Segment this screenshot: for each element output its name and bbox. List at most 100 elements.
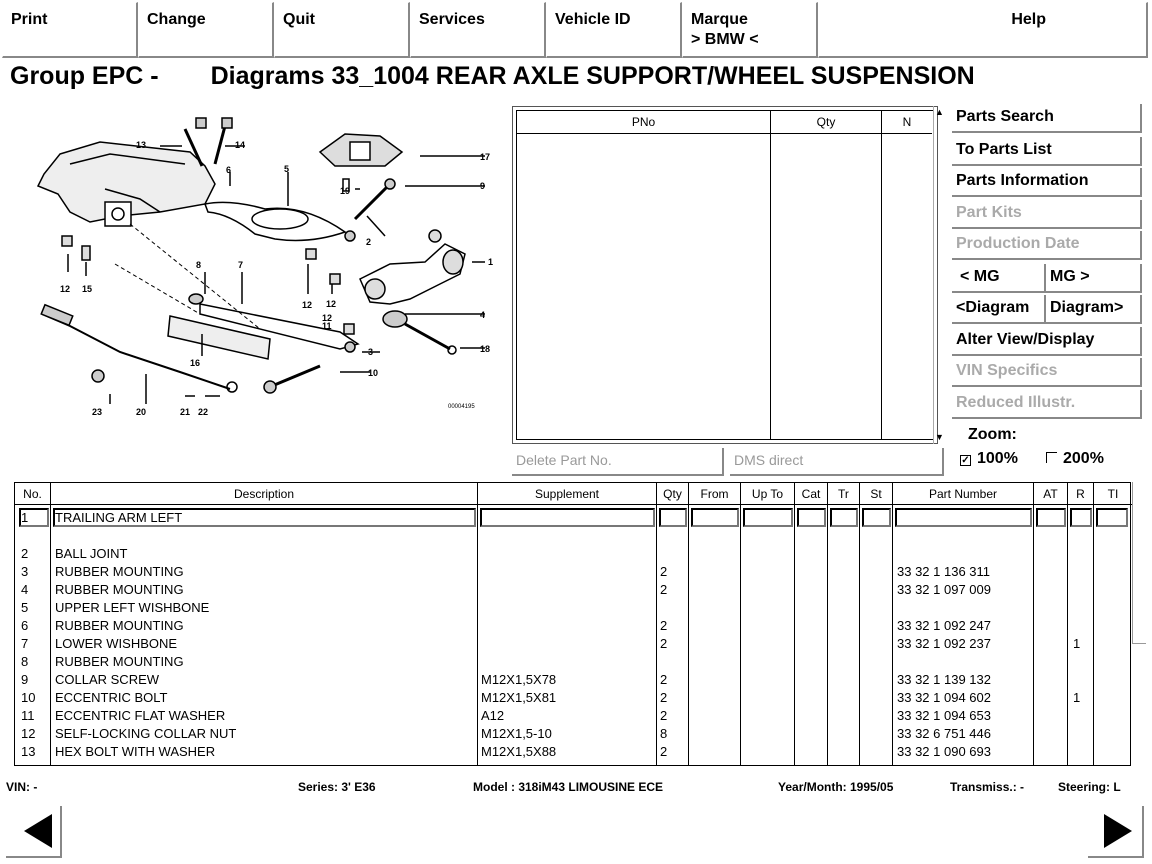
services-menu[interactable]: Services [410,2,546,58]
callout-3: 3 [368,347,373,357]
menu-bar: Print Change Quit Services Vehicle ID Ma… [2,2,1148,59]
prev-page-button[interactable] [6,806,62,858]
col-qty[interactable]: Qty [657,483,689,505]
triangle-left-icon [24,814,52,848]
cell-desc: RUBBER MOUNTING [55,654,184,669]
reduced-illustr-button[interactable]: Reduced Illustr. [952,390,1142,419]
cell-desc: RUBBER MOUNTING [55,582,184,597]
col-divider [741,505,795,765]
cell-pn: 33 32 6 751 446 [897,726,991,741]
part-kits-button[interactable]: Part Kits [952,200,1142,229]
marque-menu[interactable]: Marque > BMW < [682,2,818,58]
change-menu[interactable]: Change [138,2,274,58]
zoom-100-label: 100% [977,450,1018,467]
cell-desc: BALL JOINT [55,546,128,561]
sel-cell [1096,508,1128,527]
col-cat[interactable]: Cat [795,483,828,505]
col-up-to[interactable]: Up To [741,483,795,505]
production-date-button[interactable]: Production Date [952,231,1142,260]
cell-desc: RUBBER MOUNTING [55,618,184,633]
qty-column [771,134,882,439]
callout-15: 15 [82,284,92,294]
sel-cell [862,508,891,527]
callout-6: 6 [226,165,231,175]
callout-22: 22 [198,407,208,417]
col-at[interactable]: AT [1034,483,1068,505]
dms-direct-button[interactable]: DMS direct [730,448,944,476]
callout-4: 4 [480,310,485,320]
cell-qty: 2 [660,690,668,705]
callout-17: 17 [480,152,490,162]
cell-no: 2 [21,546,29,561]
col-part-number[interactable]: Part Number [893,483,1034,505]
cell-no: 6 [21,618,29,633]
cell-pn: 33 32 1 092 237 [897,636,991,651]
diagram-title: Diagrams 33_1004 REAR AXLE SUPPORT/WHEEL… [210,62,975,90]
page-title: Group EPC -Diagrams 33_1004 REAR AXLE SU… [10,62,975,91]
parts-table[interactable]: No. Description Supplement Qty From Up T… [14,482,1132,766]
cell-pn: 33 32 1 094 602 [897,690,991,705]
quit-menu[interactable]: Quit [274,2,410,58]
sel-cell [1036,508,1066,527]
col-divider [1034,505,1068,765]
col-divider [795,505,828,765]
col-r[interactable]: R [1068,483,1094,505]
col-st[interactable]: St [860,483,893,505]
zoom-100-checkbox[interactable]: ✓ [960,455,971,466]
callout-7: 7 [238,260,243,270]
parts-information-button[interactable]: Parts Information [952,168,1142,197]
sel-cell [743,508,793,527]
parts-search-button[interactable]: Parts Search [952,104,1142,133]
print-menu[interactable]: Print [2,2,138,58]
cell-pn: 33 32 1 090 693 [897,744,991,759]
col-from[interactable]: From [689,483,741,505]
col-description[interactable]: Description [51,483,478,505]
parts-list-scrollbar[interactable]: ▲ ▼ [933,106,946,444]
cell-pn: 33 32 1 136 311 [897,564,991,579]
callout-10: 10 [368,368,378,378]
delete-part-button[interactable]: Delete Part No. [512,448,724,476]
callout-5: 5 [284,164,289,174]
cell-no: 12 [21,726,36,741]
suspension-illustration: 1 2 3 4 5 6 7 8 9 10 11 12 12 12 12 13 1… [36,117,493,417]
scroll-up-icon[interactable]: ▲ [935,107,944,117]
pno-header: PNo [517,111,771,134]
col-tr[interactable]: Tr [828,483,860,505]
diagram-ref: 00004195 [448,404,475,410]
scroll-down-icon[interactable]: ▼ [935,432,944,442]
cell-no: 10 [21,690,36,705]
table-scrollbar[interactable] [1132,482,1146,644]
cell-no: 13 [21,744,36,759]
cell-desc: ECCENTRIC BOLT [55,690,168,705]
col-supplement[interactable]: Supplement [478,483,657,505]
zoom-100-option[interactable]: ✓ 100% [960,450,1018,468]
parts-diagram[interactable]: 1 2 3 4 5 6 7 8 9 10 11 12 12 12 12 13 1… [10,104,510,434]
col-ti[interactable]: TI [1094,483,1132,505]
mg-next-button[interactable]: MG > [1046,264,1142,293]
callout-19: 19 [340,186,350,196]
callout-9: 9 [480,181,485,191]
vehicle-id-menu[interactable]: Vehicle ID [546,2,682,58]
diagram-prev-button[interactable]: <Diagram [952,295,1046,324]
zoom-200-checkbox[interactable] [1046,452,1057,463]
to-parts-list-button[interactable]: To Parts List [952,137,1142,166]
cell-no: 4 [21,582,29,597]
model-value: Model : 318iM43 LIMOUSINE ECE [473,780,664,794]
vin-specifics-button[interactable]: VIN Specifics [952,358,1142,387]
cell-pn: 33 32 1 092 247 [897,618,991,633]
callout-2: 2 [366,237,371,247]
selected-parts-list[interactable]: PNo Qty N [512,106,938,444]
alter-view-button[interactable]: Alter View/Display [952,327,1142,356]
zoom-200-option[interactable]: 200% [1046,450,1104,468]
sel-cell [691,508,739,527]
quit-label: Quit [283,11,315,28]
sel-cell [895,508,1032,527]
col-no[interactable]: No. [15,483,51,505]
col-divider [478,505,657,765]
cell-qty: 2 [660,582,668,597]
help-menu[interactable]: Help [818,2,1148,58]
next-page-button[interactable] [1088,806,1144,858]
cell-qty: 2 [660,672,668,687]
diagram-next-button[interactable]: Diagram> [1046,295,1142,324]
mg-prev-button[interactable]: < MG [952,264,1046,293]
